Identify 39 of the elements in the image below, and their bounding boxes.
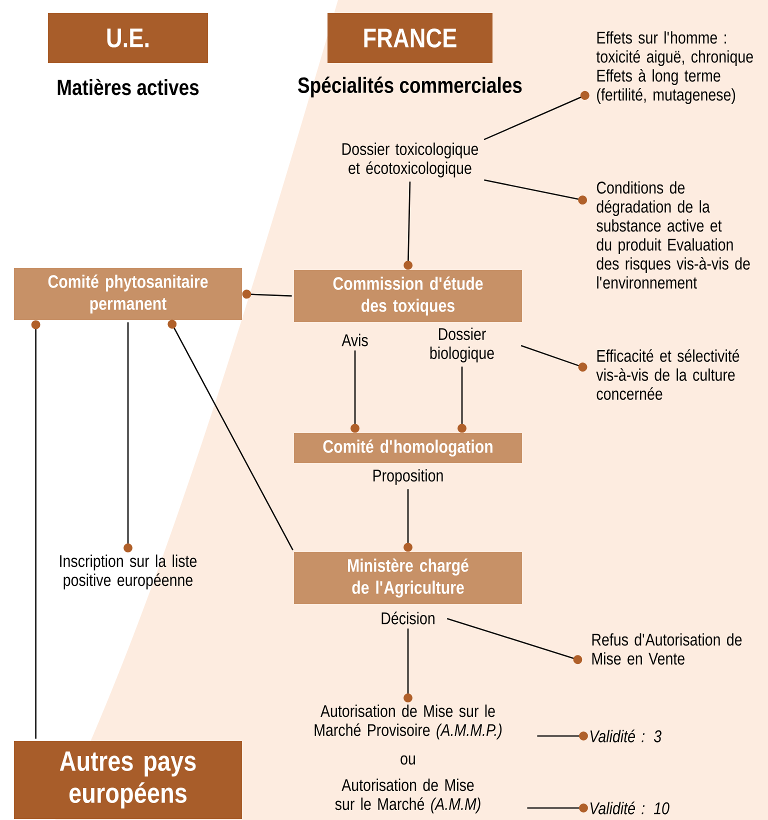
step-text: Avis bbox=[342, 334, 368, 346]
connector-line bbox=[520, 345, 588, 372]
note-text: Conditions de dégradation de la substance active et du produit Evaluation des risques vis-à-vis de l'environnement bbox=[596, 181, 750, 289]
step-text: Autorisation de Mise sur le Marché Provisoire (A.M.M.P.) bbox=[314, 704, 502, 740]
connector-line bbox=[404, 628, 412, 702]
connector-line bbox=[168, 320, 294, 550]
connector-line bbox=[350, 350, 360, 433]
note-text: Validité : 10 bbox=[590, 802, 670, 814]
organisation-box: Commission d'étude des toxiques bbox=[294, 270, 522, 322]
note-text: Effets sur l'homme : toxicité aiguë, chronique Effets à long terme (fertilité, mutagenese) bbox=[596, 31, 753, 104]
step-text: Décision bbox=[382, 612, 434, 624]
note-text: Refus d'Autorisation de Mise en Vente bbox=[592, 633, 742, 665]
column-heading: Spécialités commerciales bbox=[298, 76, 522, 98]
column-heading: Matières actives bbox=[58, 78, 199, 96]
step-text: Dossier toxicologique et écotoxicologique bbox=[342, 142, 478, 178]
header-box: U.E. bbox=[48, 13, 208, 63]
connector-line bbox=[124, 322, 132, 552]
connector-line bbox=[31, 320, 40, 739]
organisation-box: Comité d'homologation bbox=[294, 433, 522, 463]
organisation-box: Ministère chargé de l'Agriculture bbox=[294, 552, 522, 604]
note-text: Validité : 3 bbox=[590, 730, 662, 742]
header-box: FRANCE bbox=[328, 13, 492, 63]
step-text: Inscription sur la liste positive européenne bbox=[60, 554, 197, 590]
connector-label: ou bbox=[400, 755, 415, 765]
connector-line bbox=[404, 489, 412, 552]
connector-line bbox=[242, 290, 292, 299]
connector-line bbox=[458, 366, 466, 433]
connector-line bbox=[484, 90, 590, 140]
step-text: Proposition bbox=[373, 469, 443, 485]
connector-line bbox=[446, 618, 582, 664]
step-text: Dossier biologique bbox=[430, 328, 494, 362]
connector-line bbox=[537, 732, 588, 740]
connector-line bbox=[404, 182, 413, 270]
organisation-box: Comité phytosanitaire permanent bbox=[14, 268, 242, 320]
note-text: Efficacité et sélectivité vis-à-vis de la culture concernée bbox=[596, 349, 740, 400]
organisation-box: Autres pays européens bbox=[14, 741, 242, 819]
step-text: Autorisation de Mise sur le Marché (A.M.M) bbox=[335, 778, 480, 814]
connector-line bbox=[484, 179, 588, 205]
connector-line bbox=[527, 804, 588, 812]
